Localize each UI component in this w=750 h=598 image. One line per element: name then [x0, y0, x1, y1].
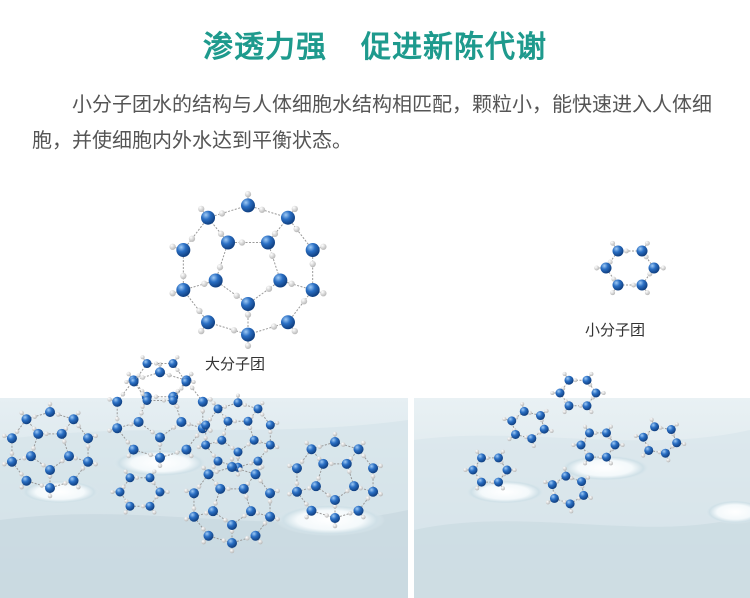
big-cluster-diagram	[169, 191, 327, 349]
small-cluster-label: 小分子团	[585, 321, 646, 339]
membrane-right	[414, 398, 750, 598]
membrane-small-cluster	[502, 402, 554, 448]
membrane-big-cluster	[287, 431, 383, 529]
small-cluster-diagram	[594, 240, 666, 296]
membrane-left	[0, 398, 408, 598]
membrane-big-cluster	[184, 456, 280, 554]
membrane-small-cluster	[550, 371, 606, 415]
membrane-small-cluster	[543, 466, 593, 514]
big-cluster-label: 大分子团	[205, 355, 266, 373]
headline-left: 渗透力强	[203, 30, 327, 65]
membrane-small-cluster	[571, 424, 625, 466]
membrane-small-cluster	[463, 449, 517, 491]
description: 小分子团水的结构与人体细胞水结构相匹配，颗粒小，能快速进入人体细胞，并使细胞内外…	[32, 92, 712, 152]
headline-right: 促进新陈代谢	[361, 30, 547, 65]
membrane-small-cluster	[633, 417, 687, 463]
membrane-big-cluster	[196, 393, 280, 477]
membrane-ring	[124, 355, 196, 409]
water-molecule-clusters	[2, 191, 687, 554]
membrane-ring	[110, 469, 170, 515]
membrane-big-cluster	[2, 401, 98, 499]
headline: 渗透力强促进新陈代谢	[0, 22, 750, 66]
